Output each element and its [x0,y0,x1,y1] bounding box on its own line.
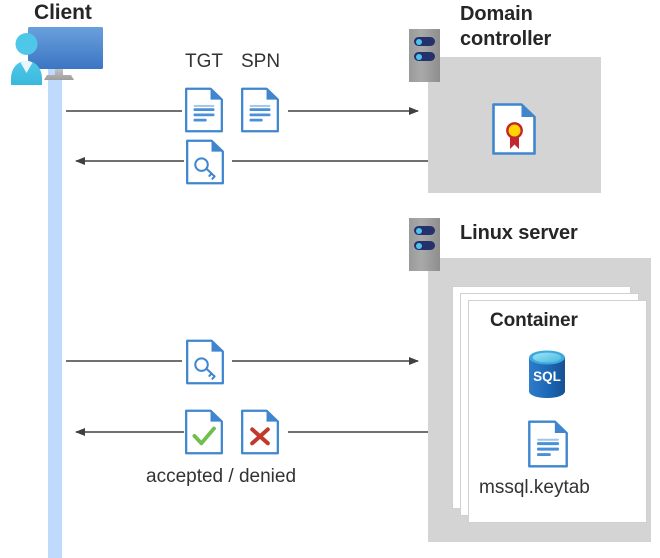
key-document-icon [185,337,225,387]
svg-text:SQL: SQL [533,369,561,384]
user-monitor-icon [8,23,112,85]
rack-slot [414,226,435,235]
keytab-filename-label: mssql.keytab [479,477,590,498]
linux-server-title: Linux server [460,222,578,244]
container-title: Container [490,310,578,331]
linux-server-rack-icon [409,218,440,271]
accepted-denied-caption: accepted / denied [146,466,297,487]
keytab-document-icon [527,418,569,470]
rack-slot [414,241,435,250]
spn-document-icon [240,85,280,135]
tgt-label: TGT [185,51,223,72]
key-document-icon [185,137,225,187]
tgt-document-icon [184,85,224,135]
domain-controller-title: Domain controller [460,3,552,50]
container-card-front[interactable] [468,300,647,523]
denied-document-icon [240,407,280,457]
certificate-document-icon [491,102,537,156]
rack-slot [414,37,435,46]
rack-slot [414,52,435,61]
client-title: Client [34,1,92,24]
domain-controller-rack-icon [409,29,440,82]
sql-database-icon: SQL [525,348,569,400]
accepted-document-icon [184,407,224,457]
spn-label: SPN [241,51,281,72]
client-lifeline [48,64,62,558]
